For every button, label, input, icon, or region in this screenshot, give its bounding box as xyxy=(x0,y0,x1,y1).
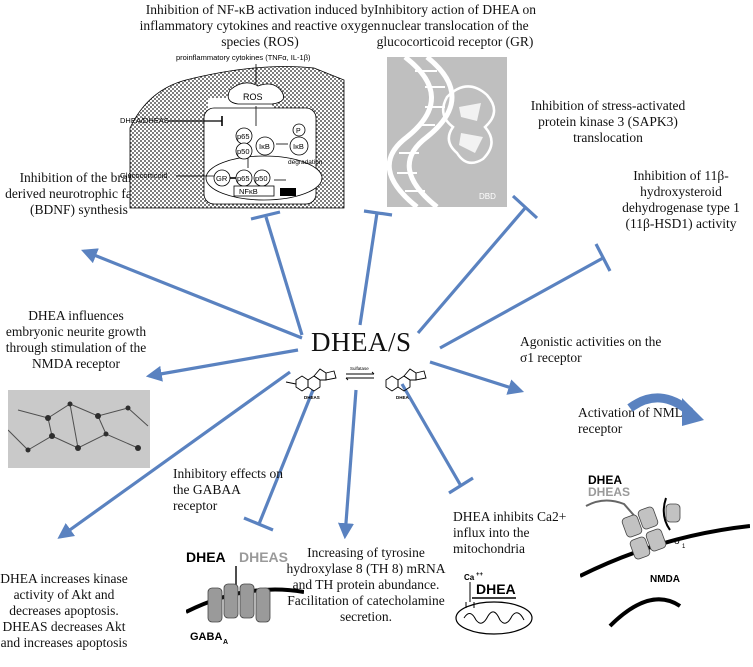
ca-text: Ca xyxy=(464,573,475,582)
label-akt: DHEA increases kinase activity of Akt an… xyxy=(0,571,128,650)
cytokines-text: proinflammatory cytokines (TNFα, IL-1β) xyxy=(176,53,311,62)
inhibit-nfkb-bar xyxy=(250,210,281,221)
center-node-dhea-s: DHEA/S xyxy=(311,327,412,357)
dbd-text: DBD xyxy=(479,192,496,201)
inhibit-gr-line xyxy=(358,212,379,326)
gr-dna-figure: DBD xyxy=(387,57,507,207)
nmda-dhea-text: DHEA xyxy=(588,473,622,487)
label-bdnf: Inhibition of the brain derived neurotro… xyxy=(5,170,153,217)
svg-text:p50: p50 xyxy=(255,174,268,183)
label-tyrosine: Increasing of tyrosine hydroxylase 8 (TH… xyxy=(286,545,446,624)
svg-text:A: A xyxy=(223,639,228,646)
inhibit-hsd1-bar xyxy=(594,243,612,272)
dhea-dheas-molecules: Sulfatase DHEAS DHEA xyxy=(285,366,427,400)
gabaa-dheas-text: DHEAS xyxy=(239,549,288,565)
p65-text: p65 xyxy=(237,132,250,141)
nmda-dheas-text: DHEAS xyxy=(588,485,630,499)
inhibit-ca-bar xyxy=(448,476,474,495)
inhibit-sapk3-bar xyxy=(511,194,539,220)
ros-text: ROS xyxy=(243,92,263,102)
label-gr-inhibition: Inhibitory action of DHEA on nuclear tra… xyxy=(374,2,536,49)
arrow-bdnf xyxy=(81,248,303,340)
inhibit-gabaa-line xyxy=(257,389,315,525)
nfkb-pathway-figure: proinflammatory cytokines (TNFα, IL-1β) … xyxy=(120,53,345,209)
inhibit-sapk3-line xyxy=(416,205,528,335)
dheas-struct-text: DHEAS xyxy=(304,395,320,400)
gr-text: GR xyxy=(216,174,228,183)
nmda-receptor-figure: DHEA DHEAS σ 1 NMDA xyxy=(580,393,750,628)
nmda-label: NMDA xyxy=(650,574,680,585)
arrow-nmda-growth xyxy=(145,348,299,382)
svg-text:++: ++ xyxy=(476,572,484,578)
inhibit-gr-bar xyxy=(363,209,393,217)
sulfatase-text: Sulfatase xyxy=(350,366,369,371)
degradation-text: degradation xyxy=(288,159,323,166)
label-neurite-growth: DHEA influences embryonic neurite growth… xyxy=(5,308,147,371)
gabaa-receptor-figure: DHEA DHEAS GABA A xyxy=(186,549,304,646)
mitochondria-figure: Ca ++ DHEA xyxy=(455,572,533,635)
ca-dhea-text: DHEA xyxy=(476,581,516,597)
label-sigma1: Agonistic activities on the σ1 receptor xyxy=(520,334,662,365)
label-nfkb-inhibition: Inhibition of NF-κB activation induced b… xyxy=(139,2,381,49)
label-sapk3: Inhibition of stress-activated protein k… xyxy=(530,98,686,145)
label-gabaa: Inhibitory effects on the GABAA receptor xyxy=(173,466,283,513)
neurite-micrograph xyxy=(8,390,150,468)
nfkb-text: NFκB xyxy=(239,187,258,196)
inhibit-ca-line xyxy=(400,383,463,487)
inhibit-hsd1-line xyxy=(439,256,604,350)
sigma-text: σ xyxy=(674,536,681,547)
arrow-tyrosine xyxy=(337,389,358,540)
arrow-sigma xyxy=(429,360,525,395)
gabaa-dhea-text: DHEA xyxy=(186,549,226,565)
dhea-dheas-text: DHEA/DHEAS xyxy=(120,116,169,125)
label-nmda-activation: Activation of NMDA receptor xyxy=(578,405,694,436)
inhibit-gabaa-bar xyxy=(243,516,274,532)
inhibit-nfkb-line xyxy=(264,216,304,336)
glucocorticoid-text: Glucocorticoid xyxy=(120,171,168,180)
ikb-text: IκB xyxy=(259,142,270,151)
label-ca-influx: DHEA inhibits Ca2+ influx into the mitoc… xyxy=(453,509,567,556)
dhea-struct-text: DHEA xyxy=(396,395,410,400)
p-text: P xyxy=(296,128,301,135)
arrow-akt xyxy=(57,370,291,539)
gaba-label: GABA xyxy=(190,631,222,643)
svg-text:p65: p65 xyxy=(237,174,250,183)
svg-text:IκB: IκB xyxy=(293,142,304,151)
svg-text:1: 1 xyxy=(682,544,686,550)
p50-text: p50 xyxy=(237,147,250,156)
label-11b-hsd1: Inhibition of 11β-hydroxysteroid dehydro… xyxy=(622,168,740,231)
